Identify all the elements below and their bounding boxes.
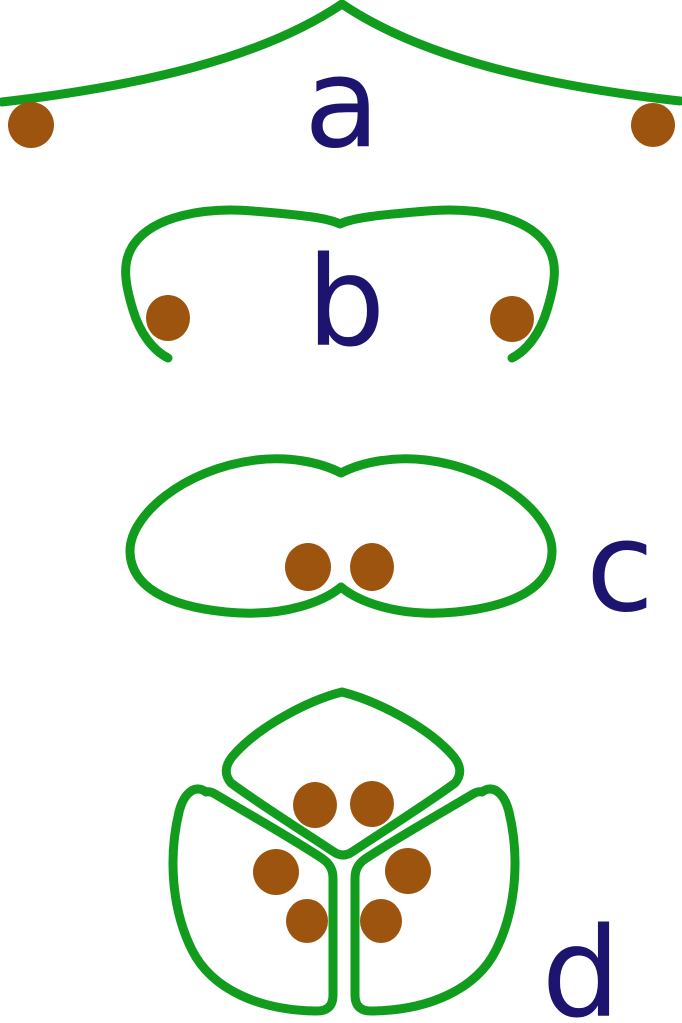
panel-a: a [0, 0, 682, 176]
panel-label-d: d [542, 902, 621, 1023]
ovule [631, 103, 675, 147]
closed-carpel-outline [125, 454, 557, 618]
ovule [286, 899, 328, 943]
panel-label-c: c [586, 496, 654, 640]
open-carpel-outline [0, 0, 682, 107]
ovule [350, 781, 394, 827]
ovule [253, 849, 299, 895]
folding-carpel-outline [121, 205, 559, 363]
ovule [285, 543, 331, 591]
right-locule-outline [350, 784, 520, 1016]
ovule [8, 102, 54, 148]
ovule [490, 296, 534, 342]
left-locule-outline [168, 784, 338, 1016]
panel-c: c [125, 454, 654, 640]
panel-b: b [121, 205, 559, 375]
panel-label-a: a [304, 32, 380, 176]
ovule [385, 848, 431, 894]
top-locule-outline [221, 687, 465, 860]
ovule [146, 295, 190, 341]
ovule [360, 899, 402, 943]
panel-d: d [168, 687, 621, 1023]
panel-label-b: b [307, 231, 386, 375]
ovule [350, 543, 394, 591]
ovule [293, 782, 337, 828]
